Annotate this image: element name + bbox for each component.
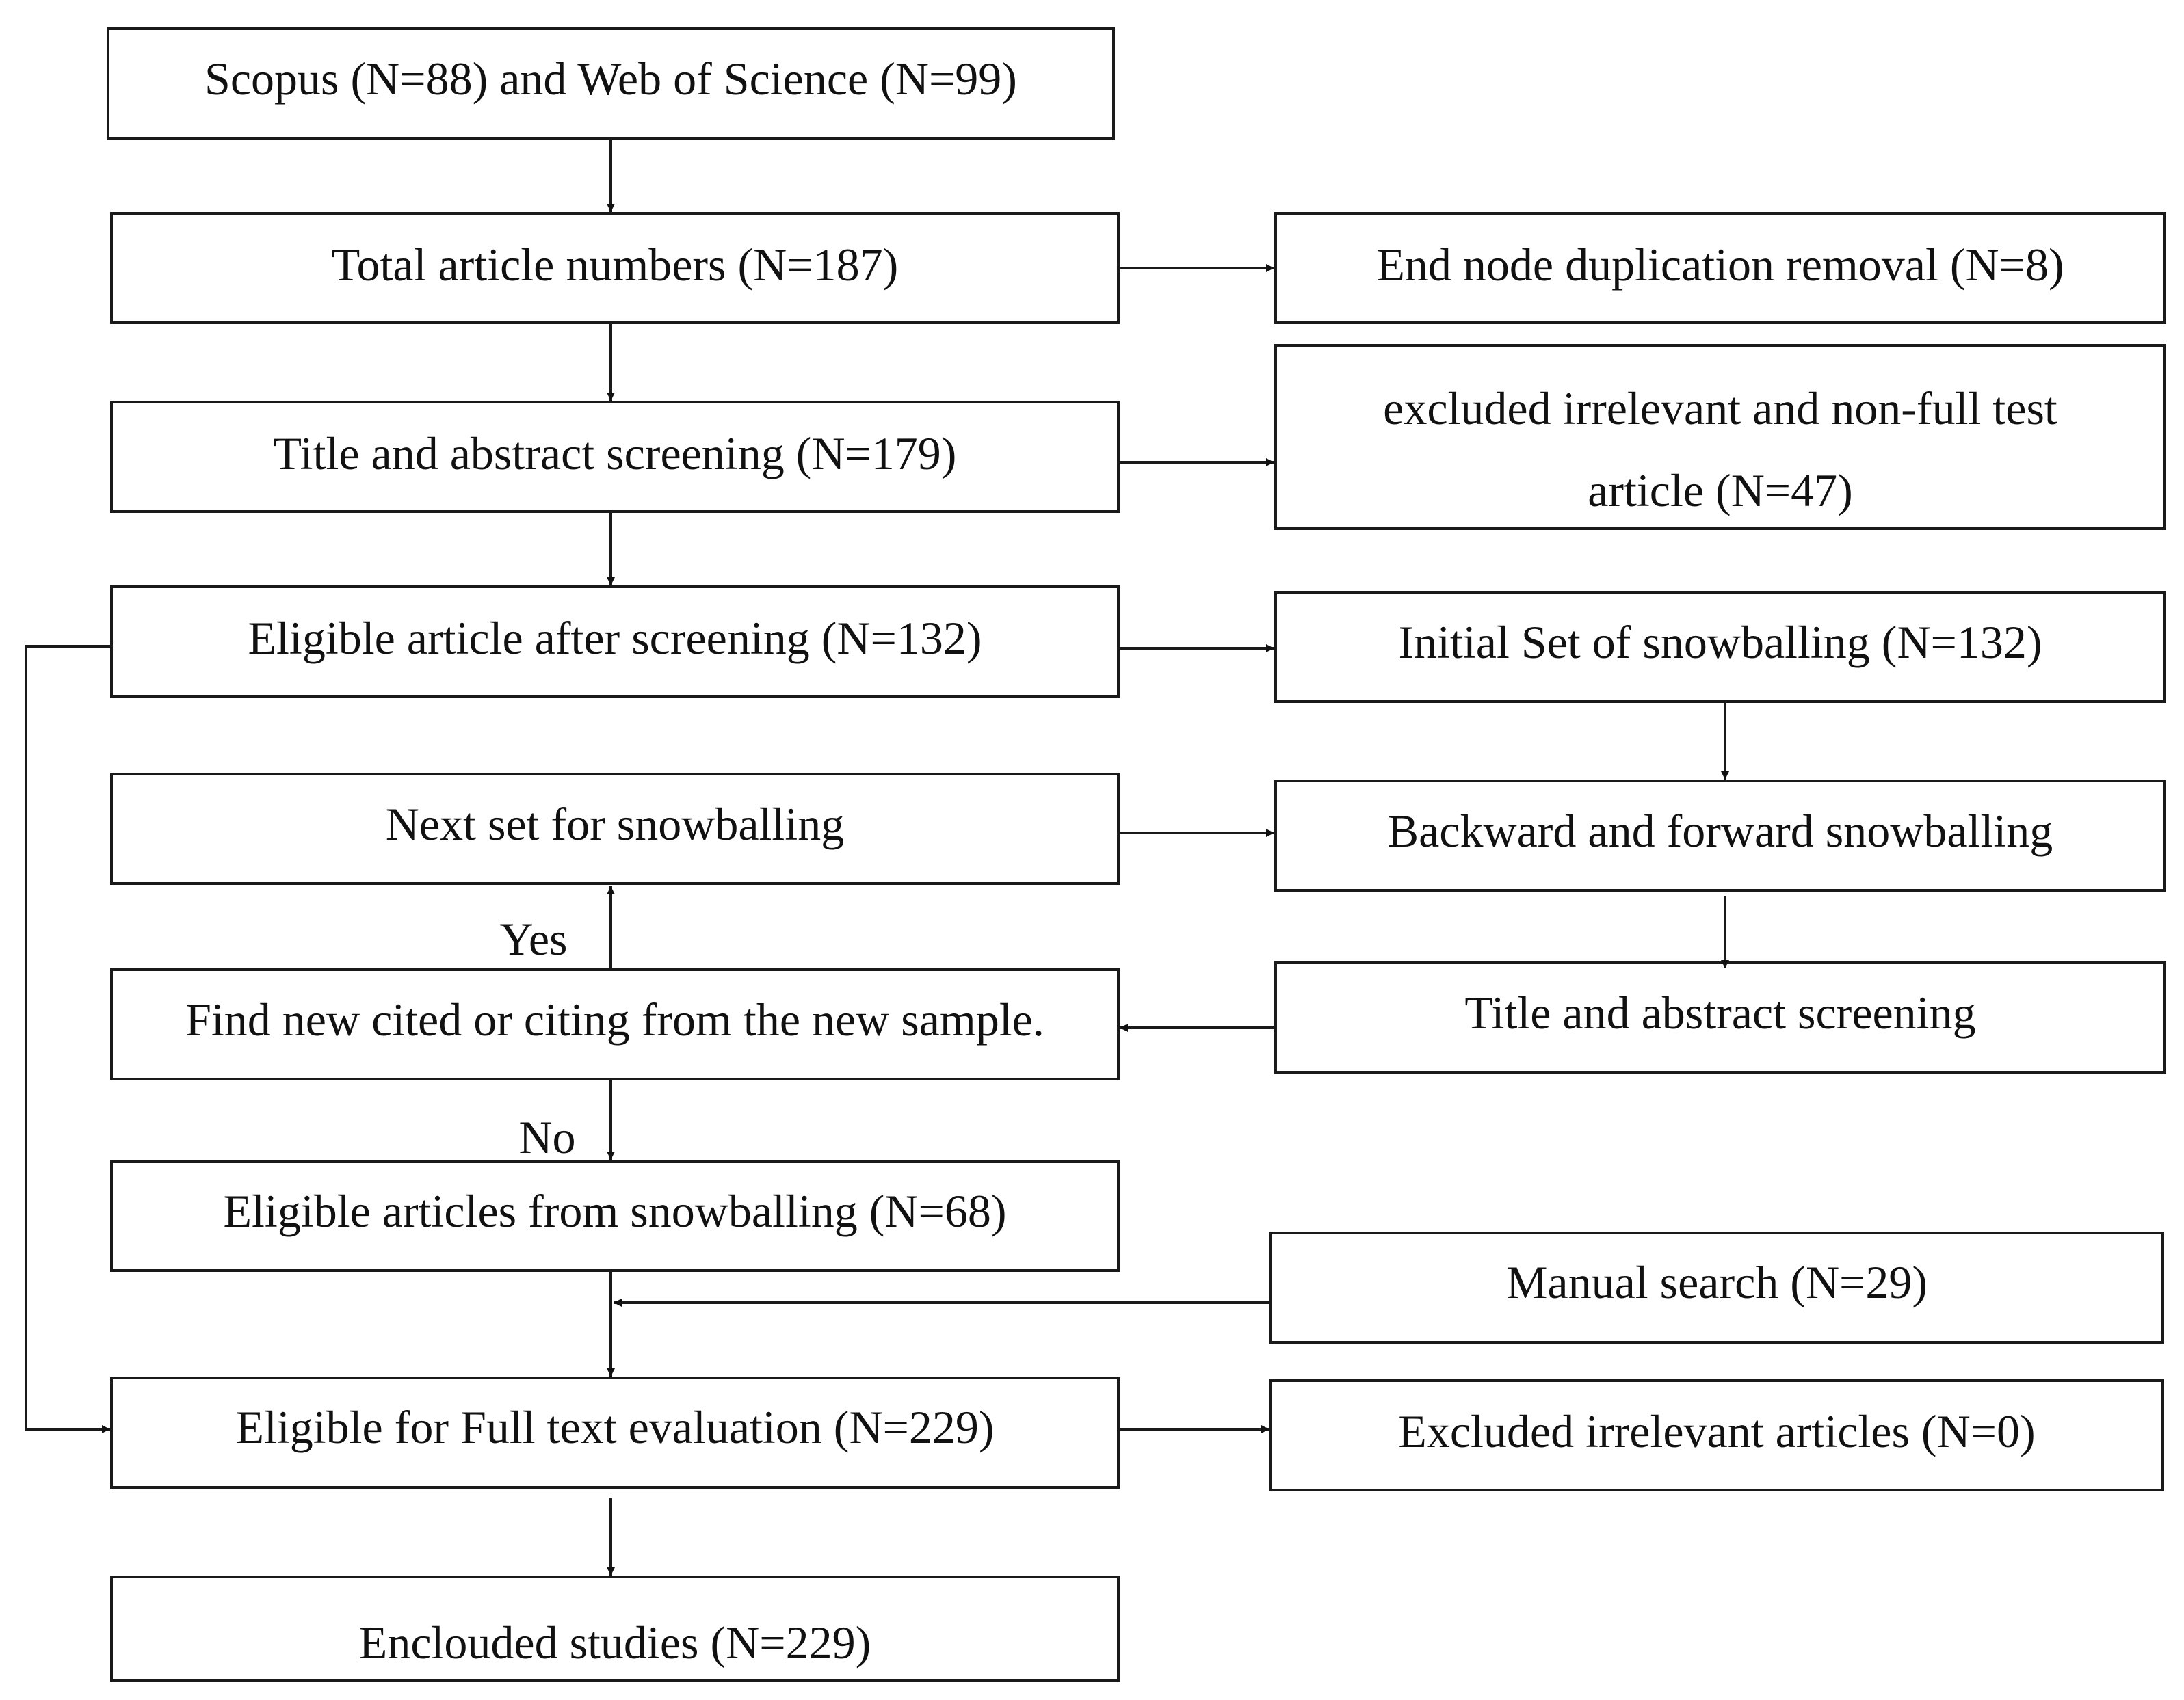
box-find-new-cited-label: Find new cited or citing from the new sa…	[185, 994, 1044, 1046]
box-manual-search: Manual search (N=29)	[1269, 1232, 2164, 1344]
box-excluded-line1: excluded irrelevant and non-full test	[1383, 382, 2057, 434]
box-find-new-cited: Find new cited or citing from the new sa…	[110, 968, 1120, 1080]
box-excluded-irrelevant: Excluded irrelevant articles (N=0)	[1269, 1379, 2164, 1491]
box-scopus-wos: Scopus (N=88) and Web of Science (N=99)	[107, 27, 1115, 140]
box-eligible-snowballing-label: Eligible articles from snowballing (N=68…	[224, 1185, 1007, 1237]
box-eligible-after-screening: Eligible article after screening (N=132)	[110, 585, 1120, 698]
box-duplication-removal-label: End node duplication removal (N=8)	[1376, 239, 2064, 291]
box-included-studies: Enclouded studies (N=229)	[110, 1576, 1120, 1682]
box-backward-forward-snowballing-label: Backward and forward snowballing	[1388, 805, 2053, 857]
box-full-text-evaluation: Eligible for Full text evaluation (N=229…	[110, 1377, 1120, 1489]
box-total-articles-label: Total article numbers (N=187)	[332, 239, 899, 291]
box-manual-search-label: Manual search (N=29)	[1506, 1256, 1928, 1308]
label-no: No	[518, 1111, 575, 1163]
box-eligible-after-screening-label: Eligible article after screening (N=132)	[248, 612, 982, 664]
box-excluded-irrelevant-label: Excluded irrelevant articles (N=0)	[1398, 1405, 2035, 1457]
box-title-abstract-screening: Title and abstract screening (N=179)	[110, 401, 1120, 513]
box-title-abstract-screening-label: Title and abstract screening (N=179)	[274, 427, 957, 479]
box-eligible-snowballing: Eligible articles from snowballing (N=68…	[110, 1160, 1120, 1272]
label-yes: Yes	[500, 913, 568, 965]
arrow-eligible-bypass-to-full-text	[25, 645, 111, 1433]
box-scopus-wos-label: Scopus (N=88) and Web of Science (N=99)	[205, 53, 1017, 105]
box-next-set-snowballing-label: Next set for snowballing	[386, 798, 844, 850]
box-next-set-snowballing: Next set for snowballing	[110, 773, 1120, 885]
box-backward-forward-snowballing: Backward and forward snowballing	[1274, 780, 2166, 892]
box-included-studies-label: Enclouded studies (N=229)	[359, 1617, 871, 1669]
box-snowball-title-screening-label: Title and abstract screening	[1464, 987, 1975, 1039]
box-excluded-line2: article (N=47)	[1588, 464, 1853, 516]
box-total-articles: Total article numbers (N=187)	[110, 212, 1120, 324]
box-initial-set-snowballing: Initial Set of snowballing (N=132)	[1274, 591, 2166, 703]
box-duplication-removal: End node duplication removal (N=8)	[1274, 212, 2166, 324]
box-snowball-title-screening: Title and abstract screening	[1274, 961, 2166, 1074]
box-initial-set-snowballing-label: Initial Set of snowballing (N=132)	[1398, 616, 2042, 668]
box-excluded-non-full-text: excluded irrelevant and non-full test ar…	[1274, 344, 2166, 530]
box-full-text-evaluation-label: Eligible for Full text evaluation (N=229…	[235, 1401, 994, 1453]
